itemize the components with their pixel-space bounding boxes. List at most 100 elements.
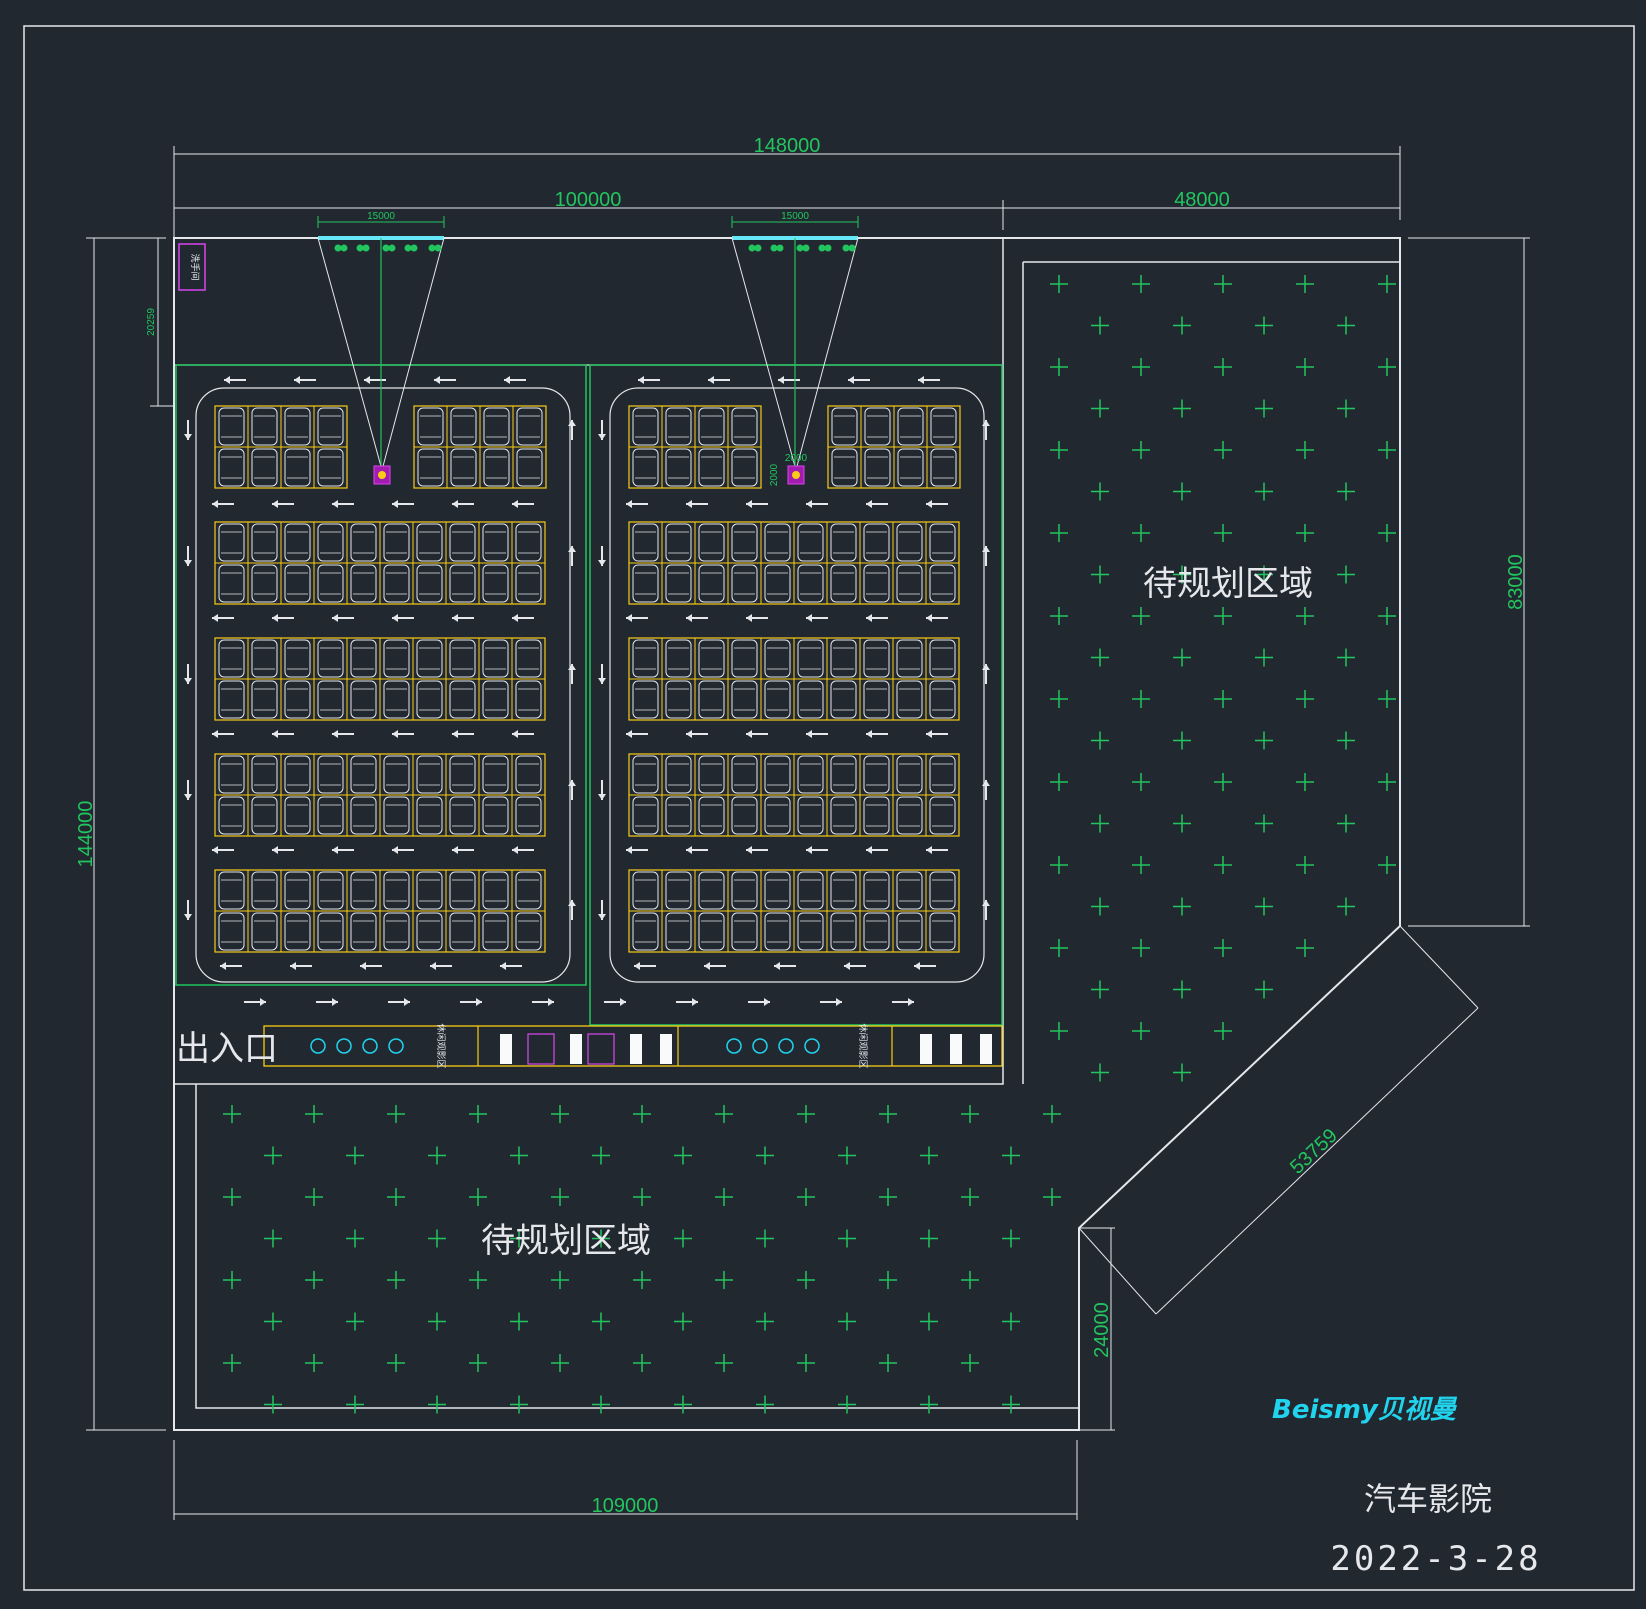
car-icon [698,871,725,910]
planned-zone-markers [223,275,1396,1414]
lamp-icon [388,244,396,252]
lane-arrow-head [212,846,218,854]
car-icon [632,912,659,951]
car-icon [698,448,725,487]
parking-block [214,405,348,489]
car-icon [632,680,659,719]
parking-rows [214,405,961,953]
car-icon [317,796,344,835]
rest-area-1-label: 休闲观影区 [435,1023,447,1068]
lane-arrow-head [746,846,752,854]
car-icon [665,448,692,487]
car-icon [897,448,924,487]
lane-arrow-head [392,500,398,508]
car-icon [218,912,245,951]
car-icon [731,639,758,678]
car-icon [251,639,278,678]
car-icon [731,680,758,719]
car-icon [632,448,659,487]
lane-arrow-head [404,998,410,1006]
lane-arrow-head [620,998,626,1006]
lane-arrow-head [452,730,458,738]
projector-1 [317,216,445,485]
lane-arrow-head [512,846,518,854]
car-icon [665,755,692,794]
car-icon [218,871,245,910]
car-icon [317,523,344,562]
car-icon [897,407,924,446]
barrier-gate [570,1034,582,1064]
dim-right-width: 48000 [1174,189,1230,211]
lane-arrow-head [626,846,632,854]
lane-arrow-head [704,962,710,970]
lane-arrow-head [184,678,192,684]
lot-divider [174,238,1004,1085]
parking-block [214,869,546,953]
car-icon [764,871,791,910]
lane-arrow-head [294,376,300,384]
lane-arrow-head [184,434,192,440]
car-icon [698,755,725,794]
barrier-gate [500,1034,512,1064]
bottom-strip [263,1025,1003,1067]
lane-arrow-head [332,614,338,622]
parking-block [413,405,547,489]
car-icon [482,680,509,719]
car-icon [665,796,692,835]
barrier-gate [660,1034,672,1064]
drawing-date: 2022-3-28 [1330,1539,1541,1579]
car-icon [665,639,692,678]
plant-icon [310,1038,326,1054]
car-icon [896,755,923,794]
car-icon [698,523,725,562]
car-icon [797,564,824,603]
lane-loop-left [195,387,571,983]
car-icon [830,680,857,719]
car-icon [929,523,956,562]
lane-arrow-head [598,560,606,566]
plant-icon [388,1038,404,1054]
car-icon [764,564,791,603]
car-icon [632,755,659,794]
car-icon [482,523,509,562]
car-icon [863,523,890,562]
car-icon [516,407,543,446]
parking-block [628,637,960,721]
car-icon [417,407,444,446]
lane-arrow-head [926,500,932,508]
lane-arrow-head [806,730,812,738]
car-icon [284,755,311,794]
car-icon [251,523,278,562]
lane-arrow-head [430,962,436,970]
car-icon [383,912,410,951]
lane-arrow-head [686,846,692,854]
lane-arrow-head [512,730,518,738]
car-icon [929,680,956,719]
car-icon [863,912,890,951]
lane-arrow-head [982,780,990,786]
car-icon [764,680,791,719]
lane-arrow-head [512,500,518,508]
car-icon [449,680,476,719]
lamp-icon [334,244,342,252]
lane-arrow-head [982,664,990,670]
car-icon [830,755,857,794]
lane-arrow-head [598,678,606,684]
toilet-label: 洗手间 [189,253,201,280]
dimension-lines [86,146,1530,1520]
lamp-icon [428,244,436,252]
lamp-icon [770,244,778,252]
lane-arrow-head [184,794,192,800]
car-icon [731,523,758,562]
car-icon [251,680,278,719]
ticket-booth [587,1033,615,1065]
car-icon [831,407,858,446]
car-icon [632,523,659,562]
lane-arrow-head [452,500,458,508]
lane-arrow-head [626,614,632,622]
car-icon [251,912,278,951]
car-icon [698,639,725,678]
car-icon [449,564,476,603]
car-icon [930,407,957,446]
car-icon [416,680,443,719]
